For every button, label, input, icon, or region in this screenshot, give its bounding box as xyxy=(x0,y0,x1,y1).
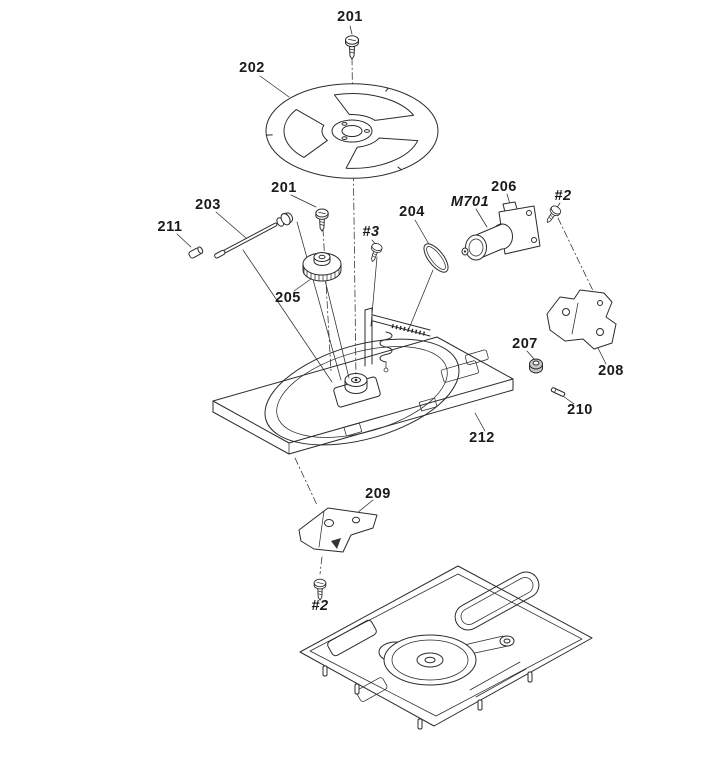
part-211-cap xyxy=(188,246,204,259)
label-part-206: 206 xyxy=(491,179,517,195)
part-207-grommet xyxy=(529,358,543,374)
label-ref-m701: M701 xyxy=(450,194,490,210)
part-203-shaft xyxy=(214,212,293,259)
part-212-tray xyxy=(212,307,514,455)
chassis-feet xyxy=(322,665,533,730)
part-209-bracket xyxy=(298,507,378,553)
label-part-202: 202 xyxy=(239,60,265,76)
label-part-210: 210 xyxy=(567,402,593,418)
label-part-208: 208 xyxy=(598,363,624,379)
screw-ref2-bottom xyxy=(313,578,327,601)
part-210-pin xyxy=(550,387,566,397)
label-part-201-mid: 201 xyxy=(271,180,297,196)
label-part-212: 212 xyxy=(469,430,495,446)
spindle xyxy=(344,373,368,394)
screw-ref2-top xyxy=(546,205,562,223)
lift-bracket-spring xyxy=(364,307,431,373)
label-part-211: 211 xyxy=(157,219,183,235)
base-chassis xyxy=(299,565,593,730)
label-ref-2-top: #2 xyxy=(554,188,572,204)
screw-ref3 xyxy=(370,243,383,262)
label-part-203: 203 xyxy=(195,197,221,213)
part-206-motor-assembly xyxy=(461,201,541,261)
label-part-207: 207 xyxy=(512,336,538,352)
part-208-bracket xyxy=(546,289,617,350)
part-202-clamp-plate xyxy=(260,81,438,178)
label-part-201-top: 201 xyxy=(337,9,363,25)
label-part-204: 204 xyxy=(399,204,425,220)
screw-201-mid xyxy=(315,208,329,232)
label-ref-3: #3 xyxy=(362,224,380,240)
label-part-205: 205 xyxy=(275,290,301,306)
part-204-belt xyxy=(423,243,449,273)
label-part-209: 209 xyxy=(365,486,391,502)
label-ref-2-bottom: #2 xyxy=(311,598,329,614)
screw-201-top xyxy=(345,35,359,60)
part-205-gear xyxy=(302,252,342,282)
